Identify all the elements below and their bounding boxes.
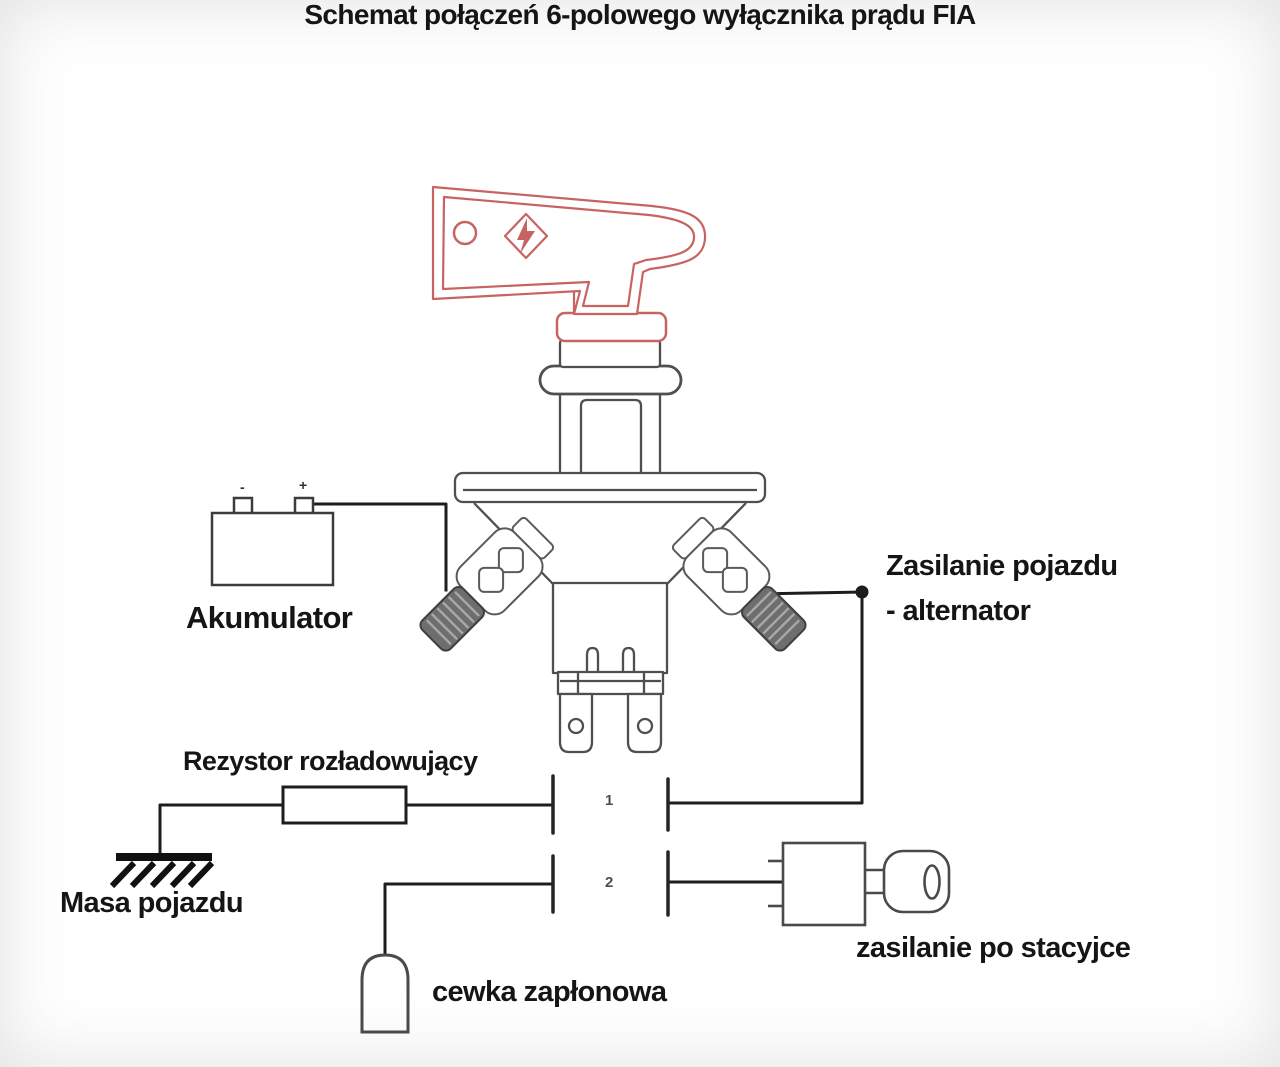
switch-body	[473, 502, 747, 754]
wire-battery-to-switch	[310, 502, 448, 592]
wire-alternator-to-contact1	[668, 590, 864, 805]
ground-label: Masa pojazdu	[60, 887, 244, 919]
spade-terminals	[558, 692, 663, 754]
contact-1	[551, 774, 670, 835]
resistor-symbol	[281, 785, 408, 825]
diagram-title: Schemat połączeń 6-polowego wyłącznika p…	[304, 0, 976, 30]
battery-body	[210, 511, 335, 587]
resistor-label: Rezystor rozładowujący	[183, 746, 478, 776]
battery-plus-sign: +	[299, 477, 308, 493]
lock-body	[781, 841, 867, 927]
ignition-coil-symbol	[360, 953, 410, 1034]
ground-symbol	[109, 853, 215, 889]
terminal-stud-left	[419, 516, 555, 652]
battery-label: Akumulator	[186, 600, 353, 635]
terminal-stud-right	[671, 516, 807, 652]
coil-label: cewka zapłonowa	[432, 976, 667, 1008]
wire-ground-to-resistor	[158, 803, 285, 858]
alternator-label-line2: - alternator	[886, 595, 1031, 627]
battery-terminal-pos	[293, 496, 315, 516]
contact-2	[551, 850, 670, 917]
ignition-key-symbol	[768, 841, 951, 927]
key-handle	[431, 185, 707, 343]
contact-2-number: 2	[605, 874, 614, 891]
lightning-diamond-icon	[503, 212, 549, 260]
battery-terminal-neg	[232, 496, 254, 516]
battery-minus-sign: -	[240, 479, 245, 495]
alternator-label-line1: Zasilanie pojazdu	[886, 550, 1118, 582]
ignition-label: zasilanie po stacyjce	[856, 932, 1131, 964]
handle-hole	[452, 220, 478, 246]
switch-cap-and-stem	[453, 338, 767, 504]
alternator-junction-dot	[855, 585, 869, 599]
contact-1-number: 1	[605, 792, 614, 809]
wire-contact2-to-coil	[383, 882, 553, 955]
battery-symbol	[210, 496, 335, 587]
key-head-slot	[923, 864, 941, 900]
